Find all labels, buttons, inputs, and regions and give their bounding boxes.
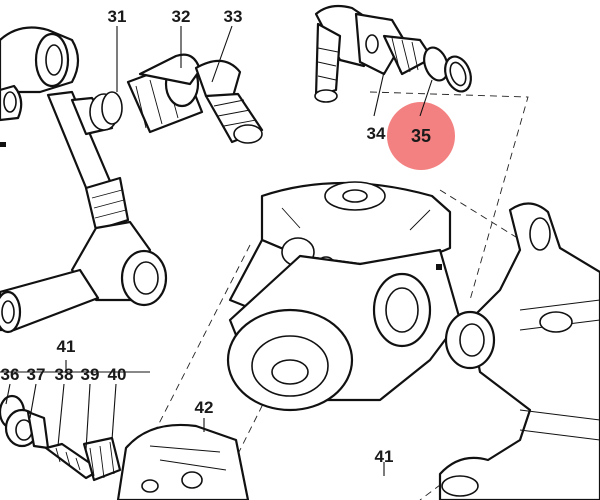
pump-body bbox=[226, 181, 462, 412]
label-39: 39 bbox=[81, 365, 100, 384]
valve-stack-parts bbox=[0, 394, 122, 482]
label-35: 35 bbox=[411, 126, 431, 146]
label-40: 40 bbox=[108, 365, 127, 384]
part-31-tee-fitting bbox=[0, 26, 168, 334]
label-38: 38 bbox=[55, 365, 74, 384]
highlight-marker bbox=[387, 102, 455, 170]
leader-lines bbox=[0, 25, 433, 476]
label-36: 36 bbox=[1, 365, 20, 384]
label-32: 32 bbox=[172, 7, 191, 26]
part-35-o-rings bbox=[423, 46, 472, 93]
label-37: 37 bbox=[27, 365, 46, 384]
part-labels: 31 32 33 34 35 41 36 37 38 39 40 42 41 bbox=[1, 7, 431, 466]
right-frame bbox=[438, 202, 600, 500]
part-42-bracket bbox=[116, 423, 250, 500]
label-33: 33 bbox=[224, 7, 243, 26]
label-42: 42 bbox=[195, 398, 214, 417]
label-41-bottom: 41 bbox=[375, 447, 394, 466]
part-34-angled-barb bbox=[314, 4, 434, 103]
label-41-left: 41 bbox=[57, 337, 76, 356]
label-34: 34 bbox=[367, 124, 386, 143]
part-32-nut-fitting bbox=[101, 53, 204, 134]
part-33-elbow-barb bbox=[194, 59, 264, 144]
label-31: 31 bbox=[108, 7, 127, 26]
